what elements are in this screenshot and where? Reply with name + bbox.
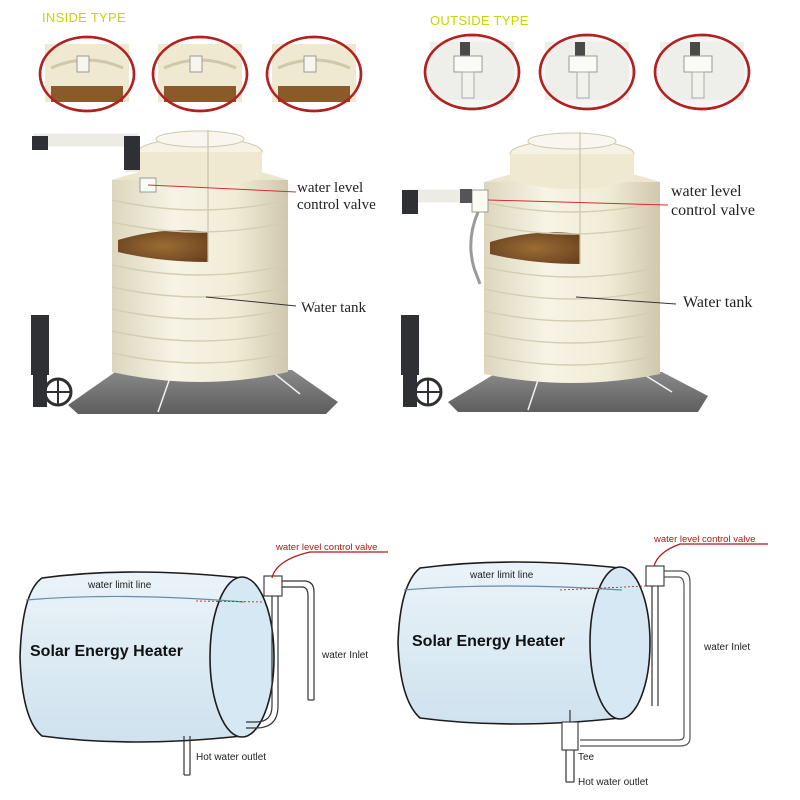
outside-type-title: OUTSIDE TYPE	[430, 13, 529, 28]
zoom-bubble-inside-1	[38, 35, 136, 113]
right-valve-label: water level control valve	[654, 534, 756, 545]
left-inlet-label: water Inlet	[322, 650, 369, 661]
water-limit-line	[25, 595, 245, 603]
outside-valve-label: water level control valve	[671, 182, 755, 220]
heater-end-cap	[209, 576, 275, 738]
right-outlet-label: Hot water outlet	[578, 777, 649, 788]
valve-callout-line	[653, 543, 768, 567]
tank-callout-line	[575, 296, 677, 305]
base-pad	[68, 370, 338, 414]
outside-type-tank-illustration	[401, 132, 708, 412]
zoom-bubble-inside-2	[151, 35, 249, 113]
zoom-bubble-outside-2	[538, 33, 636, 111]
base-pad	[448, 372, 708, 412]
tank-callout-line	[205, 296, 297, 307]
left-heater-label: Solar Energy Heater	[30, 643, 183, 660]
water-surface	[118, 230, 208, 262]
heater-cylinder	[397, 561, 621, 725]
inside-type-tank-illustration	[31, 130, 338, 414]
outside-valve-label-line1: water level	[671, 183, 742, 200]
zoom-bubble-outside-3	[653, 33, 751, 111]
inside-type-title: INSIDE TYPE	[42, 10, 126, 25]
left-solar-heater-illustration	[19, 551, 388, 776]
heater-cylinder	[19, 571, 243, 743]
left-outlet-label: Hot water outlet	[196, 752, 267, 763]
tank-body	[484, 182, 660, 383]
inside-zoom-bubbles	[38, 35, 363, 113]
left-valve-label: water level control valve	[276, 542, 378, 553]
right-solar-heater-illustration	[397, 543, 768, 783]
right-inlet-label: water Inlet	[704, 642, 751, 653]
zoom-bubble-inside-3	[265, 35, 363, 113]
inside-valve-label-line1: water level	[297, 180, 364, 196]
valve-callout-line	[487, 199, 669, 206]
valve-callout-line	[271, 551, 388, 579]
outside-tank-label: Water tank	[683, 294, 753, 311]
heater-end-cap	[589, 566, 651, 720]
left-limit-label: water limit line	[88, 580, 152, 591]
right-tee-label: Tee	[578, 752, 595, 763]
water-surface	[490, 232, 580, 264]
inside-tank-label: Water tank	[301, 300, 367, 316]
zoom-bubble-outside-1	[423, 33, 521, 111]
inside-valve-label-line2: control valve	[297, 197, 376, 213]
right-heater-label: Solar Energy Heater	[412, 633, 565, 650]
tank-body	[112, 180, 288, 382]
outside-valve-label-line2: control valve	[671, 202, 755, 219]
inside-valve-label: water level control valve	[297, 180, 376, 214]
valve-callout-line	[147, 184, 297, 193]
right-limit-label: water limit line	[470, 570, 534, 581]
outside-zoom-bubbles	[423, 33, 751, 111]
